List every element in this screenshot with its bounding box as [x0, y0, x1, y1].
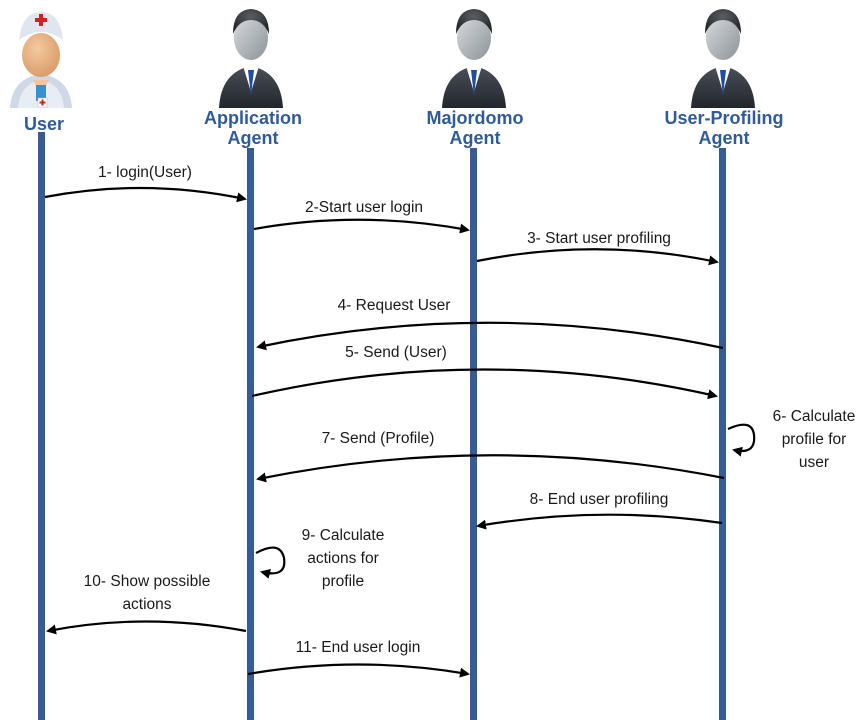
message-arrow-4	[256, 321, 724, 351]
lifelines	[38, 132, 726, 720]
lifeline-application-agent	[247, 148, 254, 720]
message-label-1: 1- login(User)	[98, 164, 192, 181]
actor-label-majordomo-agent: Agent	[450, 128, 501, 148]
actor-label-user-profiling-agent: Agent	[699, 128, 750, 148]
lifeline-user	[38, 132, 45, 720]
businessman-icon	[219, 9, 283, 108]
message-label-11: 11- End user login	[296, 639, 421, 656]
message-label-9: profile	[322, 573, 364, 590]
actor-label-application-agent: Application	[204, 108, 302, 128]
actor-label-majordomo-agent: Majordomo	[427, 108, 524, 128]
actor-label-user-profiling-agent: User-Profiling	[664, 108, 783, 128]
message-arrow-11	[247, 663, 470, 678]
message-label-5: 5- Send (User)	[345, 344, 447, 361]
message-arrow-3	[476, 248, 719, 266]
message-arrow-1	[44, 186, 247, 203]
message-arrow-6-self	[727, 423, 756, 457]
nurse-icon	[10, 12, 72, 108]
message-label-3: 3- Start user profiling	[527, 230, 671, 247]
actor-label-application-agent: Agent	[228, 128, 279, 148]
message-arrows	[44, 186, 756, 678]
message-arrow-7	[256, 454, 725, 483]
message-label-10: actions	[122, 596, 171, 613]
businessman-icon	[442, 9, 506, 108]
message-label-6: 6- Calculate	[773, 408, 856, 425]
actor-label-user: User	[24, 114, 64, 134]
actor-labels: User Application Agent Majordomo Agent U…	[24, 108, 784, 148]
message-label-6: user	[799, 454, 829, 471]
message-label-7: 7- Send (Profile)	[322, 430, 435, 447]
message-labels: 1- login(User) 2-Start user login 3- Sta…	[84, 164, 856, 656]
message-arrow-2	[253, 218, 470, 234]
message-label-2: 2-Start user login	[305, 199, 423, 216]
message-label-10: 10- Show possible	[84, 573, 211, 590]
businessman-icon	[691, 9, 755, 108]
message-arrow-8	[476, 513, 723, 530]
message-arrow-5	[251, 368, 718, 400]
message-label-6: profile for	[782, 431, 847, 448]
message-label-9: 9- Calculate	[302, 527, 385, 544]
message-arrow-10	[46, 620, 247, 635]
lifeline-majordomo-agent	[470, 148, 477, 720]
message-arrow-9-self	[255, 546, 286, 579]
message-label-4: 4- Request User	[338, 297, 451, 314]
lifeline-user-profiling-agent	[719, 148, 726, 720]
message-label-9: actions for	[307, 550, 379, 567]
message-label-8: 8- End user profiling	[530, 491, 669, 508]
